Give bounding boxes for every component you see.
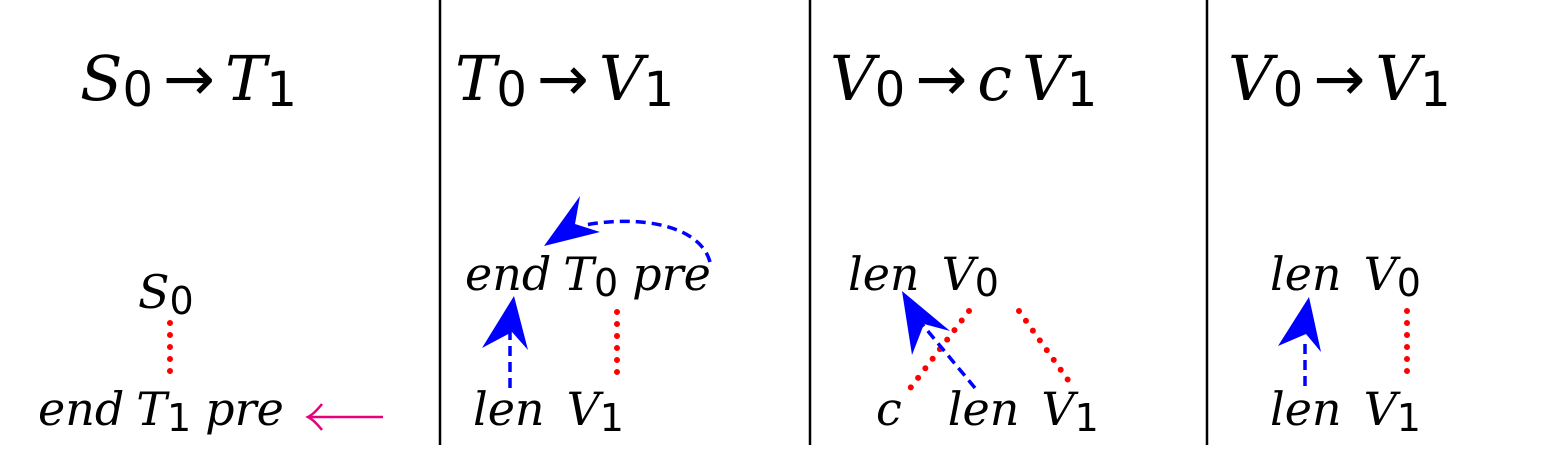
panel-title: V0→V1 <box>1228 42 1451 118</box>
current-position-arrow-icon <box>305 403 383 431</box>
arrowhead-icon <box>544 196 600 246</box>
node-s0: S0 <box>138 265 194 323</box>
panel-title: S0→T1 <box>80 42 297 118</box>
pointer-curve <box>584 219 712 263</box>
arrowhead-icon <box>902 291 950 355</box>
arrowhead-icon <box>482 296 528 350</box>
arrowhead-icon <box>1278 297 1321 352</box>
dependency-line <box>1016 308 1071 383</box>
pointer-line <box>920 322 977 390</box>
panel-title: T0→V1 <box>455 42 674 118</box>
